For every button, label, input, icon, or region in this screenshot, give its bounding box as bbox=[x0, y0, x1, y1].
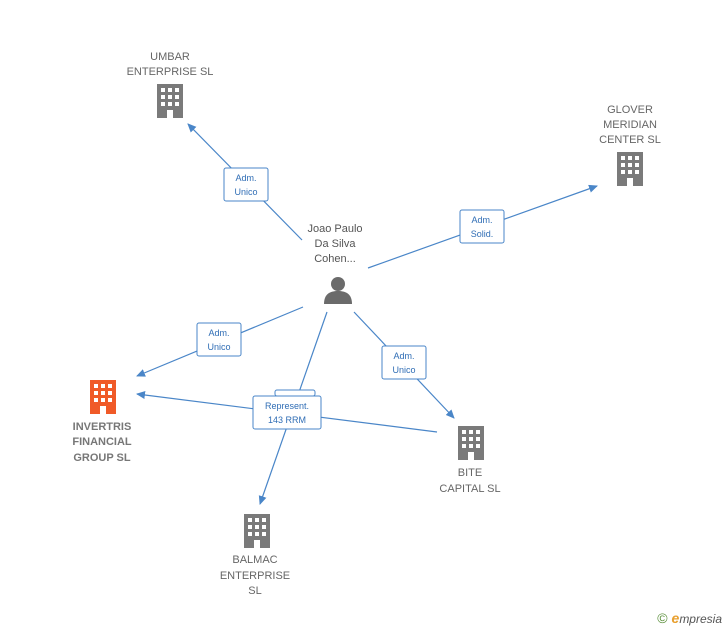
brand-logo-text: mpresia bbox=[679, 612, 722, 626]
brand-logo-initial: e bbox=[671, 610, 680, 626]
edge-label-line1: Represent. bbox=[265, 401, 309, 411]
edge-label-box[interactable] bbox=[223, 167, 269, 202]
building-icon bbox=[244, 514, 270, 548]
node-invertris[interactable]: INVERTRIS FINANCIAL GROUP SL bbox=[72, 380, 132, 464]
edge-label-box[interactable] bbox=[459, 209, 505, 244]
edge-label-box[interactable] bbox=[252, 395, 322, 430]
edge-label-box[interactable] bbox=[381, 345, 427, 380]
node-label-line1: BALMAC bbox=[232, 554, 277, 566]
person-label-line3: Cohen... bbox=[314, 253, 356, 265]
edge-person-invertris: Adm. Unico bbox=[136, 306, 304, 377]
person-icon bbox=[324, 277, 352, 304]
edge-label-line1: Adm. bbox=[208, 328, 229, 338]
footer-brand: ©empresia bbox=[657, 610, 722, 626]
node-balmac[interactable]: BALMAC ENTERPRISE SL bbox=[220, 514, 290, 597]
edge-person-bite: Adm. Unico bbox=[353, 311, 455, 419]
edge-label-line2: Unico bbox=[234, 187, 257, 197]
node-label-line3: SL bbox=[248, 585, 261, 597]
person-label-line2: Da Silva bbox=[315, 238, 357, 250]
edge-label-line1: Adm. bbox=[393, 351, 414, 361]
node-label-line2: ENTERPRISE SL bbox=[127, 66, 214, 78]
node-person[interactable]: Joao Paulo Da Silva Cohen... bbox=[307, 223, 363, 304]
node-label-line2: MERIDIAN bbox=[603, 119, 657, 131]
node-label-line1: INVERTRIS bbox=[73, 421, 132, 433]
edge-label-line2: 143 RRM bbox=[268, 415, 306, 425]
building-icon bbox=[90, 380, 116, 414]
edge-label-line2: Unico bbox=[207, 342, 230, 352]
edge-label-line2: Unico bbox=[392, 365, 415, 375]
edge-person-glover: Adm. Solid. bbox=[367, 184, 598, 269]
node-label-line3: GROUP SL bbox=[73, 452, 131, 464]
person-label-line1: Joao Paulo bbox=[307, 223, 362, 235]
edge-label-box-stacked bbox=[274, 389, 316, 397]
node-label-line1: GLOVER bbox=[607, 104, 653, 116]
node-label-line2: FINANCIAL bbox=[72, 436, 132, 448]
copyright-symbol: © bbox=[657, 610, 668, 626]
building-icon bbox=[617, 152, 643, 186]
edge-label-line1: Adm. bbox=[471, 215, 492, 225]
building-icon bbox=[157, 84, 183, 118]
node-label-line1: UMBAR bbox=[150, 51, 190, 63]
edge-label-line2: Solid. bbox=[471, 229, 494, 239]
node-umbar[interactable]: UMBAR ENTERPRISE SL bbox=[127, 51, 214, 118]
node-bite[interactable]: BITE CAPITAL SL bbox=[439, 426, 501, 495]
node-label-line1: BITE bbox=[458, 467, 482, 479]
node-label-line3: CENTER SL bbox=[599, 134, 661, 146]
node-label-line2: ENTERPRISE bbox=[220, 570, 290, 582]
node-label-line2: CAPITAL SL bbox=[439, 483, 500, 495]
building-icon bbox=[458, 426, 484, 460]
edge-bite-invertris: Represent. 143 RRM bbox=[136, 389, 438, 433]
node-glover[interactable]: GLOVER MERIDIAN CENTER SL bbox=[599, 104, 661, 186]
edge-person-umbar: Adm. Unico bbox=[187, 123, 303, 241]
edge-label-box[interactable] bbox=[196, 322, 242, 357]
edge-label-line1: Adm. bbox=[235, 173, 256, 183]
